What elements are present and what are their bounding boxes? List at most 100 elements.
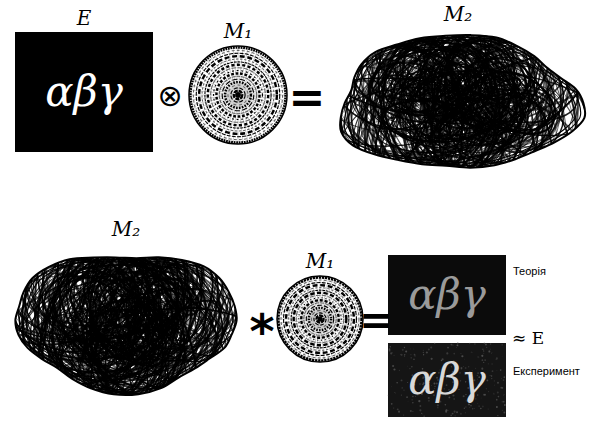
- speckle-noise: [402, 387, 403, 388]
- swirl-pattern: [342, 0, 595, 194]
- speckle-noise: [501, 355, 503, 357]
- speckle-noise: [457, 345, 458, 346]
- speckle-noise: [393, 355, 394, 356]
- speckle-noise: [437, 404, 439, 406]
- speckle-noise: [472, 408, 474, 410]
- speckle-noise: [490, 348, 492, 350]
- speckle-noise: [423, 350, 424, 351]
- swirl-pattern: [294, 0, 562, 205]
- image-caption: Експеримент: [513, 365, 580, 378]
- speckle-noise: [437, 407, 438, 408]
- ring-pattern: [301, 300, 338, 337]
- speckle-noise: [493, 392, 495, 394]
- ring-pattern: [294, 293, 347, 346]
- image-ground: [15, 32, 153, 152]
- speckle-noise: [398, 411, 400, 413]
- speckle-noise: [393, 408, 394, 409]
- handwritten-text: αβγ: [45, 71, 123, 113]
- mask-blob: M₂: [4, 243, 248, 398]
- speckle-noise: [498, 396, 500, 398]
- speckle-noise: [496, 357, 498, 359]
- speckle-noise: [452, 344, 453, 345]
- swirl-pattern: [443, 57, 474, 110]
- swirl-pattern: [481, 75, 516, 92]
- ring-pattern: [214, 71, 263, 120]
- mask-disc-shape: [276, 275, 364, 363]
- speckle-noise: [503, 394, 504, 395]
- swirl-pattern: [18, 171, 290, 421]
- swirl-pattern: [370, 82, 550, 191]
- swirl-pattern: [0, 238, 180, 421]
- speckle-noise: [469, 406, 471, 408]
- speckle-noise: [503, 376, 505, 378]
- speckle-noise: [493, 384, 495, 386]
- speckle-noise: [410, 348, 412, 350]
- swirl-pattern: [396, 0, 580, 224]
- speckle-noise: [460, 413, 462, 415]
- speckle-noise: [488, 408, 489, 409]
- blob-outline: [344, 37, 581, 165]
- speckle-noise: [457, 344, 459, 346]
- ring-pattern: [235, 92, 241, 98]
- swirl-pattern: [403, 29, 576, 182]
- swirl-pattern: [353, 0, 595, 275]
- speckle-noise: [472, 352, 474, 354]
- speckle-noise: [421, 413, 422, 414]
- speckle-noise: [465, 412, 466, 413]
- speckle-noise: [491, 352, 493, 354]
- speckle-noise: [483, 351, 484, 352]
- speckle-noise: [412, 402, 413, 403]
- swirl-pattern: [396, 0, 565, 210]
- image-ground: [388, 255, 506, 335]
- image-heading: M₁: [188, 20, 288, 43]
- speckle-noise: [496, 406, 498, 408]
- swirl-pattern: [46, 188, 306, 416]
- swirl-pattern: [477, 102, 552, 152]
- speckle-noise: [478, 405, 479, 406]
- speckle-noise: [446, 409, 448, 411]
- swirl-pattern: [333, 0, 595, 223]
- swirl-pattern: [343, 0, 585, 205]
- ring-pattern: [281, 280, 359, 358]
- speckle-noise: [412, 411, 413, 412]
- speckle-noise: [496, 369, 498, 371]
- speckle-noise: [496, 399, 498, 401]
- speckle-noise: [403, 414, 404, 415]
- speckle-noise: [445, 410, 447, 412]
- speckle-noise: [423, 354, 424, 355]
- speckle-noise: [494, 380, 495, 381]
- speckle-noise: [450, 415, 452, 417]
- mask-blob-shape: [325, 28, 591, 178]
- speckle-noise: [486, 380, 488, 382]
- ring-pattern: [225, 82, 251, 108]
- speckle-noise: [445, 404, 447, 406]
- speckle-noise: [503, 412, 505, 414]
- speckle-noise: [396, 382, 398, 384]
- speckle-noise: [492, 370, 494, 372]
- speckle-noise: [460, 353, 461, 354]
- speckle-noise: [397, 408, 399, 410]
- ring-pattern: [208, 65, 268, 125]
- speckle-noise: [490, 343, 491, 344]
- speckle-noise: [488, 351, 490, 353]
- speckle-noise: [469, 343, 470, 344]
- blob-outline: [340, 35, 585, 168]
- swirl-pattern: [0, 213, 231, 421]
- swirl-pattern: [21, 225, 136, 377]
- speckle-noise: [401, 394, 402, 395]
- speckle-noise: [477, 403, 479, 405]
- speckle-noise: [454, 415, 455, 416]
- speckle-noise: [454, 411, 456, 413]
- ring-pattern: [309, 308, 331, 330]
- ring-pattern: [234, 91, 243, 100]
- speckle-noise: [388, 342, 506, 417]
- speckle-noise: [485, 344, 487, 346]
- speckle-noise: [401, 379, 403, 381]
- operator-symbol: *: [249, 304, 274, 359]
- ring-pattern: [296, 295, 344, 343]
- ring-pattern: [191, 48, 286, 143]
- operator-symbol: ⊗: [157, 79, 182, 114]
- speckle-noise: [483, 350, 485, 352]
- speckle-noise: [391, 403, 393, 405]
- swirl-pattern: [355, 0, 464, 220]
